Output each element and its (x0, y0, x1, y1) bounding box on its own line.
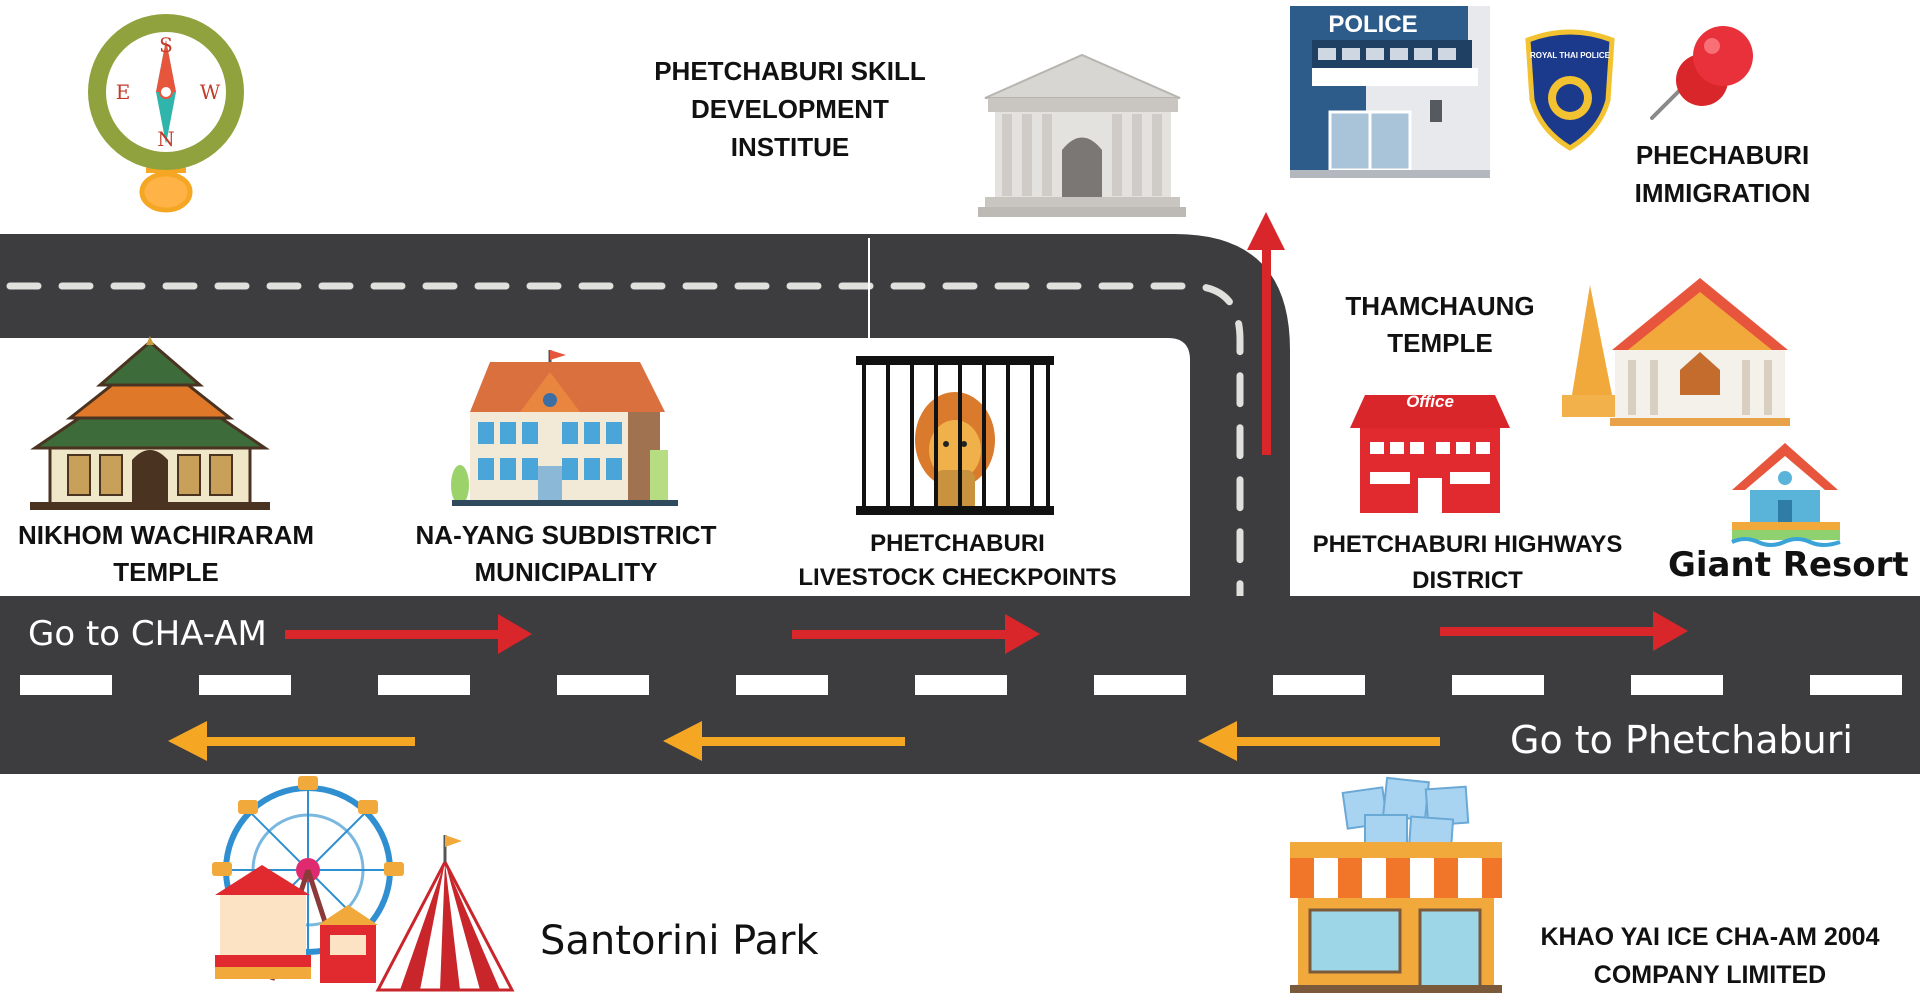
upper-road (0, 234, 1290, 649)
ticket-booth-icon (318, 905, 378, 983)
thamchaung-temple-icon (1562, 278, 1790, 426)
label-nayang-line2: MUNICIPALITY (474, 557, 658, 587)
compass-icon: S W N E (88, 14, 244, 213)
arrow-west-1 (168, 721, 415, 761)
highways-office-icon: Office (1350, 392, 1510, 513)
label-immigration-line1: PHECHABURI (1635, 140, 1810, 170)
compass-letter-e: E (116, 80, 131, 104)
arrow-east-1 (285, 614, 532, 654)
road-label-go-phetchaburi: Go to Phetchaburi (1510, 718, 1853, 762)
ice-shop-icon (1290, 776, 1502, 993)
label-nikhom-line2: TEMPLE (113, 557, 219, 587)
label-khao-yai: KHAO YAI ICE CHA-AM 2004 COMPANY LIMITED (1510, 918, 1910, 994)
municipality-building-icon (451, 350, 678, 506)
label-skill-institute-line3: INSTITUE (730, 132, 850, 162)
label-highways: PHETCHABURI HIGHWAYS DISTRICT (1290, 527, 1645, 599)
nikhom-temple-icon (30, 336, 270, 510)
label-santorini-park: Santorini Park (540, 918, 819, 964)
resort-house-icon (1731, 443, 1841, 547)
compass-letter-s: S (159, 33, 173, 57)
label-giant-resort: Giant Resort (1668, 545, 1909, 585)
label-livestock-line1: PHETCHABURI (870, 530, 1045, 557)
police-badge-icon: ROYAL THAI POLICE (1525, 29, 1615, 151)
compass-letter-n: N (157, 127, 175, 151)
office-sign: Office (1406, 392, 1454, 411)
label-thamchaung-line2: TEMPLE (1387, 328, 1493, 358)
label-livestock-line2: LIVESTOCK CHECKPOINTS (798, 564, 1117, 591)
label-skill-institute: PHETCHABURI SKILL DEVELOPMENT INSTITUE (635, 52, 945, 166)
arrow-north (1247, 212, 1285, 455)
label-nikhom: NIKHOM WACHIRARAM TEMPLE (10, 517, 322, 591)
livestock-cage-icon (856, 356, 1054, 515)
arrow-east-3 (1440, 611, 1688, 651)
label-skill-institute-line2: DEVELOPMENT (691, 94, 889, 124)
label-nikhom-line1: NIKHOM WACHIRARAM (17, 520, 315, 550)
map-pin-icon (1650, 26, 1753, 120)
label-khao-yai-line2: COMPANY LIMITED (1593, 961, 1827, 989)
label-thamchaung-line1: THAMCHAUNG (1345, 291, 1535, 321)
label-thamchaung: THAMCHAUNG TEMPLE (1325, 288, 1555, 362)
label-highways-line1: PHETCHABURI HIGHWAYS (1312, 531, 1623, 558)
label-highways-line2: DISTRICT (1412, 567, 1523, 594)
circus-tent-icon (375, 835, 515, 992)
arrow-east-2 (792, 614, 1040, 654)
label-khao-yai-line1: KHAO YAI ICE CHA-AM 2004 (1540, 923, 1880, 951)
label-livestock: PHETCHABURI LIVESTOCK CHECKPOINTS (790, 527, 1125, 595)
badge-text: ROYAL THAI POLICE (1530, 51, 1611, 60)
label-nayang-line1: NA-YANG SUBDISTRICT (415, 520, 717, 550)
label-immigration-line2: IMMIGRATION (1634, 178, 1811, 208)
compass-letter-w: W (200, 80, 221, 104)
institute-building-icon (978, 53, 1186, 217)
label-nayang: NA-YANG SUBDISTRICT MUNICIPALITY (398, 517, 734, 591)
arrow-west-3 (1198, 721, 1440, 761)
arrow-west-2 (663, 721, 905, 761)
label-immigration: PHECHABURI IMMIGRATION (1600, 136, 1845, 212)
road-label-go-cha-am: Go to CHA-AM (28, 614, 267, 654)
label-skill-institute-line1: PHETCHABURI SKILL (654, 56, 926, 86)
carousel-icon (215, 865, 311, 979)
police-station-icon: POLICE (1290, 6, 1490, 178)
police-sign: POLICE (1328, 11, 1417, 38)
